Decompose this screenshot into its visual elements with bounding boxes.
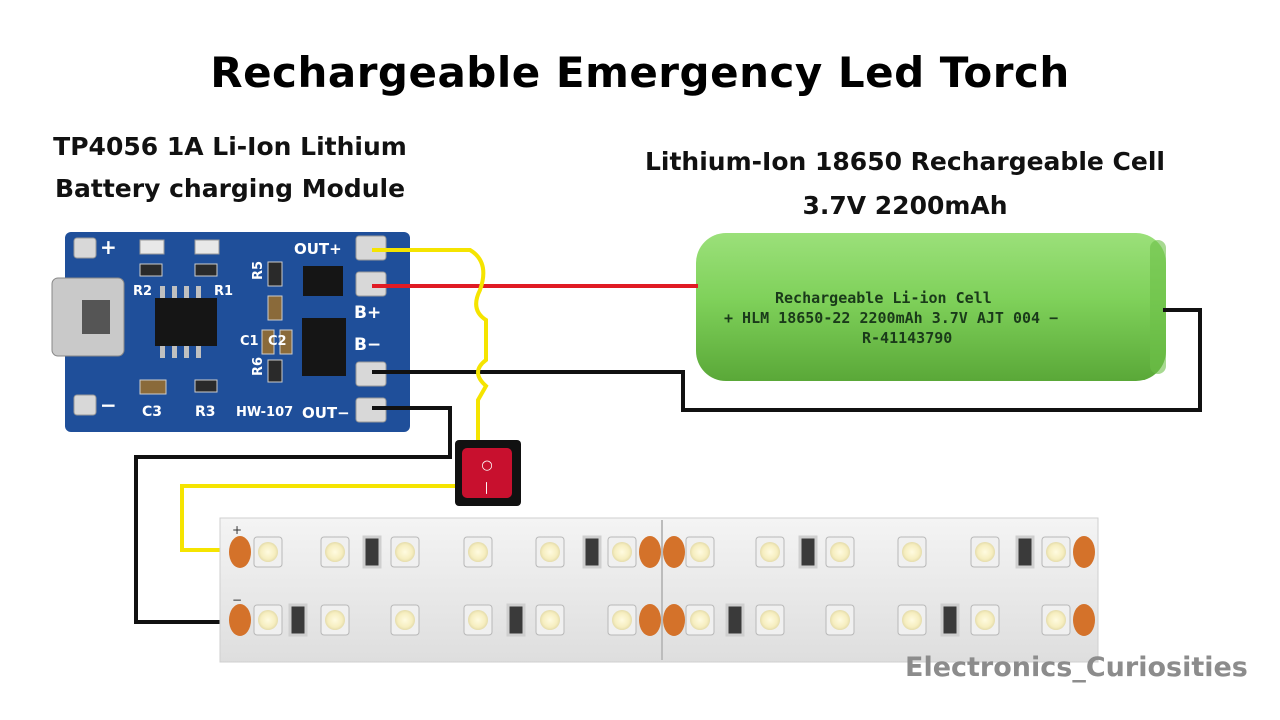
strip-pcb xyxy=(219,517,1099,663)
pad-minus-in xyxy=(73,394,97,416)
silk-c3: C3 xyxy=(142,404,162,420)
smd-led-lens xyxy=(830,542,850,562)
smd-resistor xyxy=(940,603,960,637)
smd-resistor xyxy=(725,603,745,637)
battery-label-line2: + HLM 18650-22 2200mAh 3.7V AJT 004 − xyxy=(724,309,1058,327)
silk-b-minus: B− xyxy=(354,335,381,355)
smd-led-lens xyxy=(902,542,922,562)
smd-led-lens xyxy=(1046,610,1066,630)
smd-led-lens xyxy=(760,542,780,562)
switch-on-mark: — xyxy=(479,482,494,495)
battery-caption: Lithium-Ion 18650 Rechargeable Cell 3.7V… xyxy=(610,140,1200,228)
smd-led-lens xyxy=(395,610,415,630)
smd-led-lens xyxy=(325,610,345,630)
smd-led-lens xyxy=(760,610,780,630)
silk-r3: R3 xyxy=(195,404,216,420)
led-array xyxy=(253,535,1071,637)
switch-off-mark: ○ xyxy=(481,458,492,473)
silk-r1: R1 xyxy=(214,284,233,299)
silk-r2: R2 xyxy=(133,284,152,299)
smd-led-lens xyxy=(975,542,995,562)
wire-black-out-minus xyxy=(134,406,452,624)
smd-resistor xyxy=(506,603,526,637)
smd-led-lens xyxy=(612,542,632,562)
led-strip: + − xyxy=(219,517,1099,663)
smd-led-lens xyxy=(902,610,922,630)
silk-model: HW-107 xyxy=(236,405,293,420)
silk-minus: − xyxy=(100,393,117,417)
silk-b-plus: B+ xyxy=(354,303,381,323)
wire-yellow-out-plus xyxy=(372,248,489,440)
mosfet-ic xyxy=(302,318,346,376)
rocker-switch: ○ — xyxy=(455,440,521,506)
pad-plus-in xyxy=(73,237,97,259)
diagram-title: Rechargeable Emergency Led Torch xyxy=(210,48,1070,97)
smd-led-lens xyxy=(540,610,560,630)
strip-minus-mark: − xyxy=(232,593,242,607)
smd-led-lens xyxy=(258,610,278,630)
smd-led-lens xyxy=(395,542,415,562)
strip-pad-minus-left xyxy=(229,604,251,636)
battery-caption-line2: 3.7V 2200mAh xyxy=(802,191,1008,220)
smd-led-lens xyxy=(612,610,632,630)
smd-led-lens xyxy=(690,542,710,562)
battery-18650: Rechargeable Li-ion Cell + HLM 18650-22 … xyxy=(696,233,1166,381)
strip-plus-mark: + xyxy=(232,523,242,537)
silk-c2: C2 xyxy=(268,334,287,349)
silk-out-minus: OUT− xyxy=(302,404,350,422)
smd-led-lens xyxy=(540,542,560,562)
smd-resistor xyxy=(582,535,602,569)
silk-plus: + xyxy=(100,235,117,259)
smd-led-lens xyxy=(830,610,850,630)
smd-led-lens xyxy=(325,542,345,562)
smd-led-lens xyxy=(975,610,995,630)
silk-c1: C1 xyxy=(240,334,259,349)
module-caption-line2: Battery charging Module xyxy=(54,174,406,203)
smd-resistor xyxy=(288,603,308,637)
protection-ic xyxy=(303,266,343,296)
silk-out-plus: OUT+ xyxy=(294,240,342,258)
tp4056-module: + − OUT+ B+ B− OUT− R2 R1 R3 C3 C1 C2 HW… xyxy=(51,232,410,432)
charger-ic xyxy=(155,298,217,346)
smd-led-lens xyxy=(468,610,488,630)
wire-yellow-led-plus xyxy=(180,484,455,552)
battery-caption-line1: Lithium-Ion 18650 Rechargeable Cell xyxy=(644,147,1165,176)
wire-black-b-minus xyxy=(372,308,1202,412)
battery-label-line3: R-41143790 xyxy=(862,329,952,347)
module-caption: TP4056 1A Li-Ion Lithium Battery chargin… xyxy=(30,126,430,210)
battery-label-line1: Rechargeable Li-ion Cell xyxy=(775,289,992,307)
smd-resistor xyxy=(362,535,382,569)
battery-body xyxy=(696,233,1166,381)
strip-pad-plus-left xyxy=(229,536,251,568)
smd-led-lens xyxy=(468,542,488,562)
silk-r6: R6 xyxy=(251,357,266,376)
status-led-1 xyxy=(139,239,165,255)
smd-led-lens xyxy=(1046,542,1066,562)
status-led-2 xyxy=(194,239,220,255)
smd-led-lens xyxy=(258,542,278,562)
switch-rocker xyxy=(462,448,512,498)
silk-r5: R5 xyxy=(251,261,266,280)
smd-resistor xyxy=(1015,535,1035,569)
watermark: Electronics_Curiosities xyxy=(905,652,1248,683)
smd-led-lens xyxy=(690,610,710,630)
module-caption-line1: TP4056 1A Li-Ion Lithium xyxy=(53,132,407,161)
usb-opening xyxy=(82,300,110,334)
smd-resistor xyxy=(798,535,818,569)
